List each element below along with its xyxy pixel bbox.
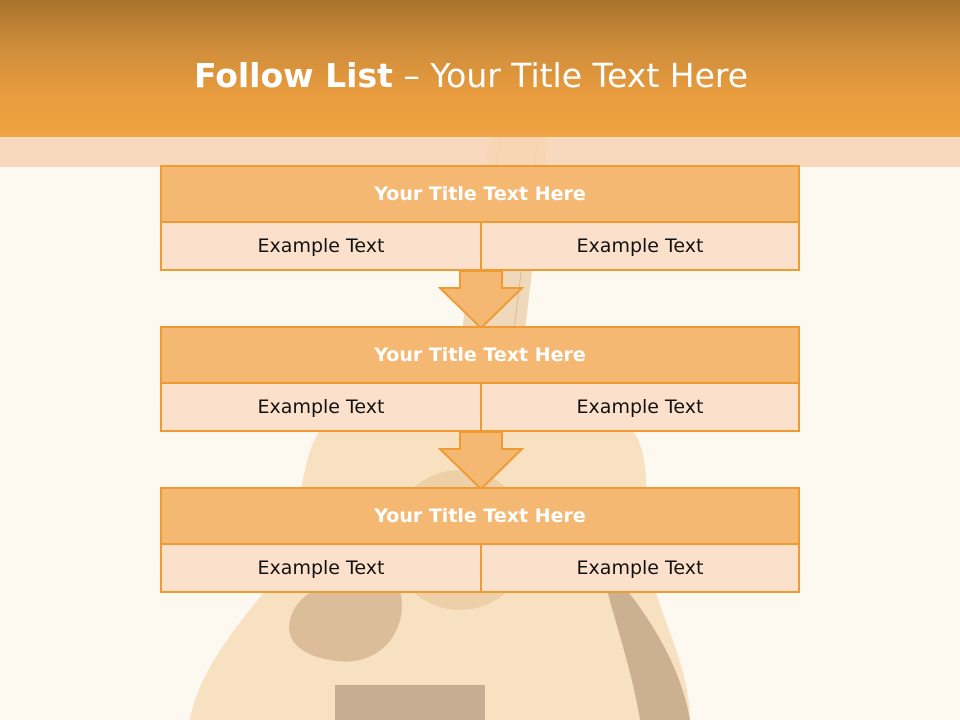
block-cell-left: Example Text <box>160 382 482 432</box>
block-title: Your Title Text Here <box>160 487 800 545</box>
block-title: Your Title Text Here <box>160 165 800 223</box>
block-title: Your Title Text Here <box>160 326 800 384</box>
block-cell-left: Example Text <box>160 221 482 271</box>
header-bar <box>0 0 960 137</box>
slide-title-rest: – Your Title Text Here <box>392 56 749 95</box>
block-cell-left: Example Text <box>160 543 482 593</box>
down-arrow-icon <box>438 431 524 491</box>
header-band <box>0 137 960 167</box>
down-arrow-icon <box>438 270 524 330</box>
slide-title: Follow List – Your Title Text Here <box>0 56 942 96</box>
block-cell-right: Example Text <box>480 221 800 271</box>
block-cell-right: Example Text <box>480 543 800 593</box>
block-cell-right: Example Text <box>480 382 800 432</box>
slide-title-bold: Follow List <box>193 56 393 95</box>
